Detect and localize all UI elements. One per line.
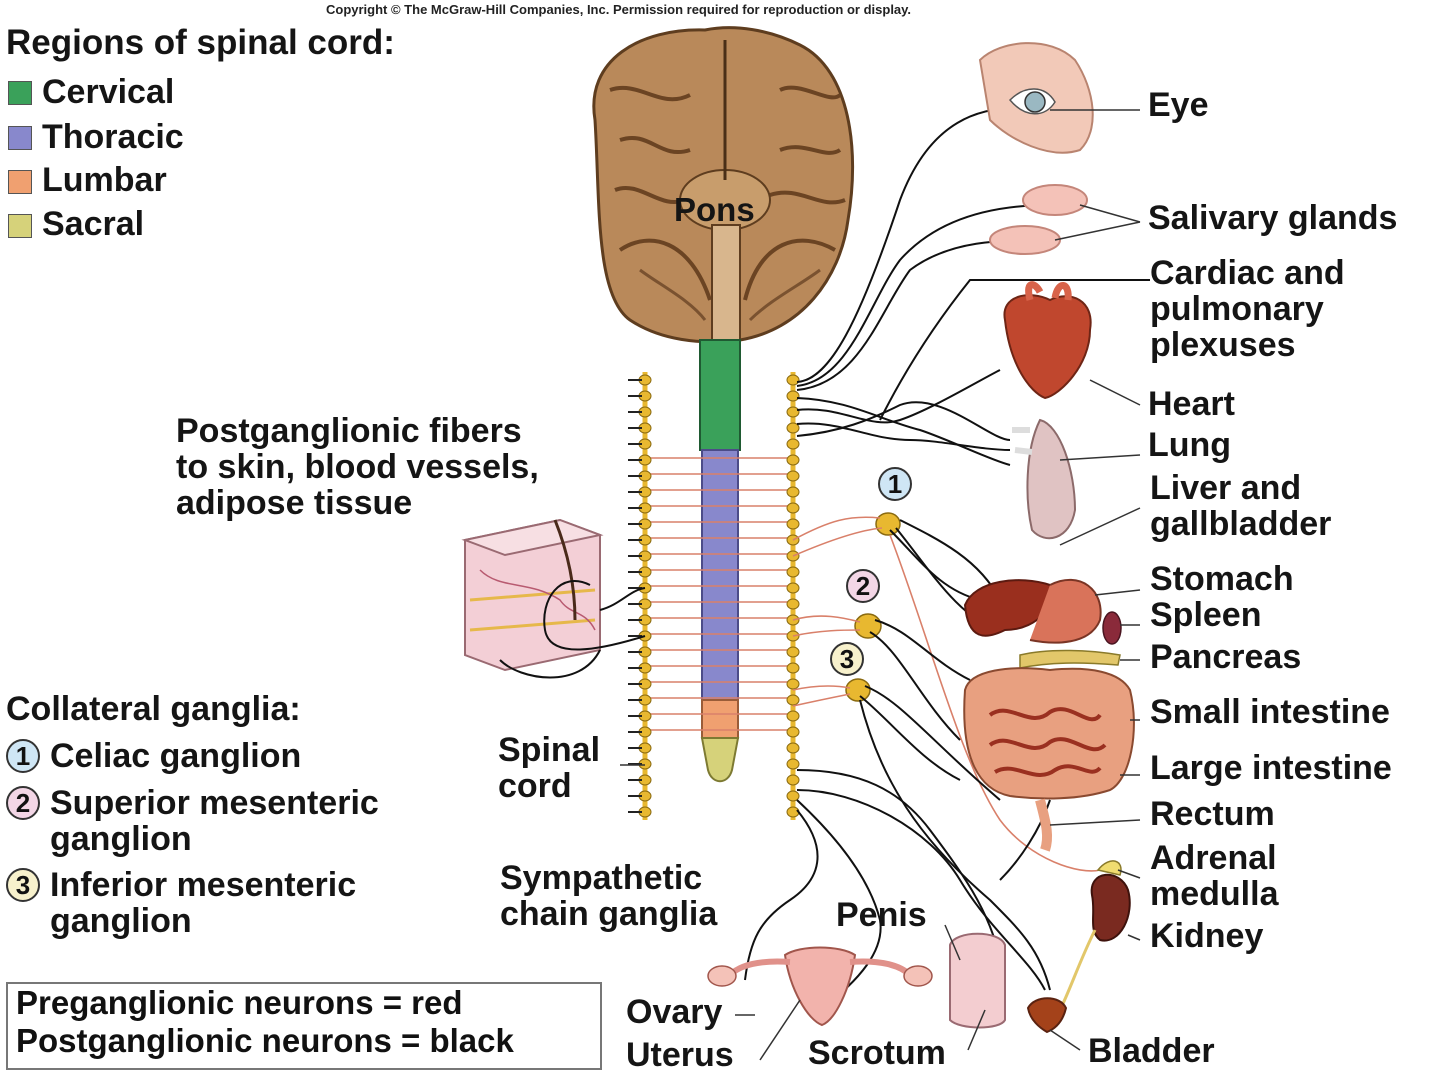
inferior-mesenteric-marker: 3 — [830, 642, 864, 676]
ganglia-legend-title: Collateral ganglia: — [6, 690, 301, 728]
sacral-swatch — [8, 214, 32, 238]
ovary-label: Ovary — [626, 993, 723, 1031]
cardiac-label-line3: plexuses — [1150, 326, 1296, 364]
adrenal-label-line2: medulla — [1150, 875, 1279, 913]
legend-inferior-marker: 3 — [6, 868, 40, 902]
small-intestine-label: Small intestine — [1150, 693, 1390, 731]
inferior-mesenteric-label-line2: ganglion — [50, 902, 192, 940]
postganglionic-fibers — [744, 106, 1150, 1011]
lumbar-label: Lumbar — [42, 161, 167, 199]
stomach-label: Stomach — [1150, 560, 1294, 598]
liver-label-line2: gallbladder — [1150, 505, 1332, 543]
spinal-cord-illustration — [699, 339, 741, 783]
inferior-mesenteric-label-line1: Inferior mesenteric — [50, 866, 357, 904]
collateral-ganglia — [845, 512, 901, 702]
liver-label-line1: Liver and — [1150, 469, 1302, 507]
lumbar-swatch — [8, 170, 32, 194]
bladder-illustration — [1026, 997, 1068, 1034]
salivary-glands-label: Salivary glands — [1148, 199, 1398, 237]
intestines-illustration — [963, 667, 1135, 852]
lung-label: Lung — [1148, 426, 1232, 464]
skin-illustration — [461, 518, 646, 679]
postganglionic-label-line1: Postganglionic fibers — [176, 412, 522, 450]
spleen-label: Spleen — [1150, 596, 1262, 634]
salivary-glands-illustration — [989, 184, 1088, 255]
thoracic-swatch — [8, 126, 32, 150]
celiac-ganglion-label: Celiac ganglion — [50, 737, 302, 775]
pancreas-label: Pancreas — [1150, 638, 1302, 676]
superior-mesenteric-label-line1: Superior mesenteric — [50, 784, 379, 822]
brain-illustration — [592, 26, 855, 346]
eye-illustration — [978, 42, 1094, 154]
regions-legend-title: Regions of spinal cord: — [6, 23, 395, 62]
spinal-cord-label-line1: Spinal — [498, 731, 601, 769]
rectum-label: Rectum — [1150, 795, 1275, 833]
uterus-illustration — [707, 946, 933, 1027]
large-intestine-label: Large intestine — [1150, 749, 1392, 787]
cervical-label: Cervical — [42, 73, 175, 111]
pons-label: Pons — [674, 191, 755, 228]
lung-illustration — [1012, 418, 1077, 540]
neurons-note-box: Preganglionic neurons = red Postganglion… — [6, 982, 602, 1070]
spinal-cord-label-line2: cord — [498, 767, 572, 805]
celiac-ganglion-marker: 1 — [878, 467, 912, 501]
preganglionic-to-ganglia — [792, 516, 1101, 872]
uterus-label: Uterus — [626, 1036, 734, 1074]
scrotum-label: Scrotum — [808, 1034, 946, 1072]
digestive-upper-illustration — [963, 579, 1122, 669]
postganglionic-label-line2: to skin, blood vessels, — [176, 448, 539, 486]
sympathetic-chain-left — [628, 372, 652, 820]
legend-celiac-marker: 1 — [6, 739, 40, 773]
preganglionic-note: Preganglionic neurons = red — [16, 984, 463, 1021]
cervical-swatch — [8, 81, 32, 105]
superior-mesenteric-label-line2: ganglion — [50, 820, 192, 858]
thoracic-label: Thoracic — [42, 118, 184, 156]
heart-illustration — [1003, 281, 1092, 400]
legend-superior-marker: 2 — [6, 786, 40, 820]
heart-label: Heart — [1148, 385, 1235, 423]
cardiac-label-line1: Cardiac and — [1150, 254, 1345, 292]
postganglionic-note: Postganglionic neurons = black — [16, 1022, 514, 1059]
kidney-label: Kidney — [1150, 917, 1264, 955]
sympathetic-chain-right — [786, 372, 800, 820]
label-leader-lines — [620, 109, 1141, 1061]
postganglionic-label-line3: adipose tissue — [176, 484, 413, 522]
kidney-illustration — [1058, 860, 1131, 1011]
adrenal-label-line1: Adrenal — [1150, 839, 1277, 877]
sympathetic-chain-label-line1: Sympathetic — [500, 859, 703, 897]
copyright-notice: Copyright © The McGraw-Hill Companies, I… — [326, 2, 912, 17]
cardiac-label-line2: pulmonary — [1150, 290, 1324, 328]
eye-label: Eye — [1148, 86, 1209, 124]
penis-label: Penis — [836, 896, 927, 934]
superior-mesenteric-marker: 2 — [846, 569, 880, 603]
penis-illustration — [949, 932, 1006, 1029]
preganglionic-levels — [645, 457, 795, 731]
bladder-label: Bladder — [1088, 1032, 1215, 1070]
sacral-label: Sacral — [42, 205, 145, 243]
sympathetic-chain-label-line2: chain ganglia — [500, 895, 718, 933]
